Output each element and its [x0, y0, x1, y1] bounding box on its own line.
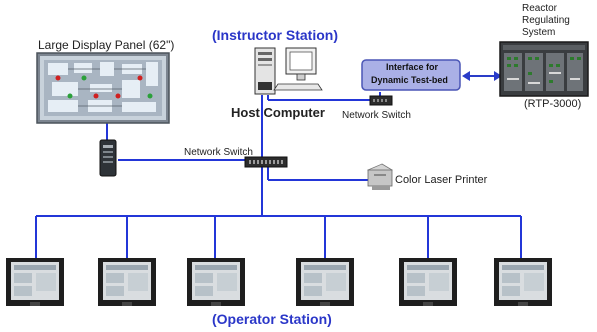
- interface-label-line2: Dynamic Test-bed: [371, 75, 448, 85]
- operator-monitor: [399, 258, 457, 306]
- reactor-label-line3: System: [522, 27, 556, 38]
- operator-monitor: [98, 258, 156, 306]
- rtp-label: (RTP-3000): [524, 98, 582, 110]
- interface-box: [361, 59, 461, 91]
- color-laser-printer-label: Color Laser Printer: [395, 174, 488, 186]
- double-arrow-icon: [462, 71, 502, 81]
- network-switch-main-label: Network Switch: [184, 147, 253, 158]
- main-network-switch-icon: [244, 156, 288, 168]
- host-computer-label: Host Computer: [231, 105, 325, 120]
- operator-monitors: [6, 258, 552, 306]
- large-display-panel-label: Large Display Panel (62"): [38, 38, 175, 52]
- reactor-label-line2: Regulating: [522, 15, 570, 26]
- large-display-panel: [36, 52, 170, 124]
- small-network-switch-icon: [369, 95, 393, 106]
- color-laser-printer-icon: [367, 163, 393, 190]
- operator-station-title: (Operator Station): [212, 311, 332, 327]
- operator-monitor: [187, 258, 245, 306]
- connection-lines: [35, 92, 522, 258]
- instructor-station-title: (Instructor Station): [212, 27, 338, 43]
- network-switch-top-label: Network Switch: [342, 110, 411, 121]
- reactor-label-line1: Reactor: [522, 3, 558, 14]
- operator-monitor: [296, 258, 354, 306]
- operator-monitor: [494, 258, 552, 306]
- panel-pc-tower: [99, 139, 117, 177]
- host-computer-icon: [254, 47, 323, 95]
- reactor-regulating-system-rack: [499, 41, 589, 97]
- interface-label-line1: Interface for: [386, 62, 439, 72]
- operator-monitor: [6, 258, 64, 306]
